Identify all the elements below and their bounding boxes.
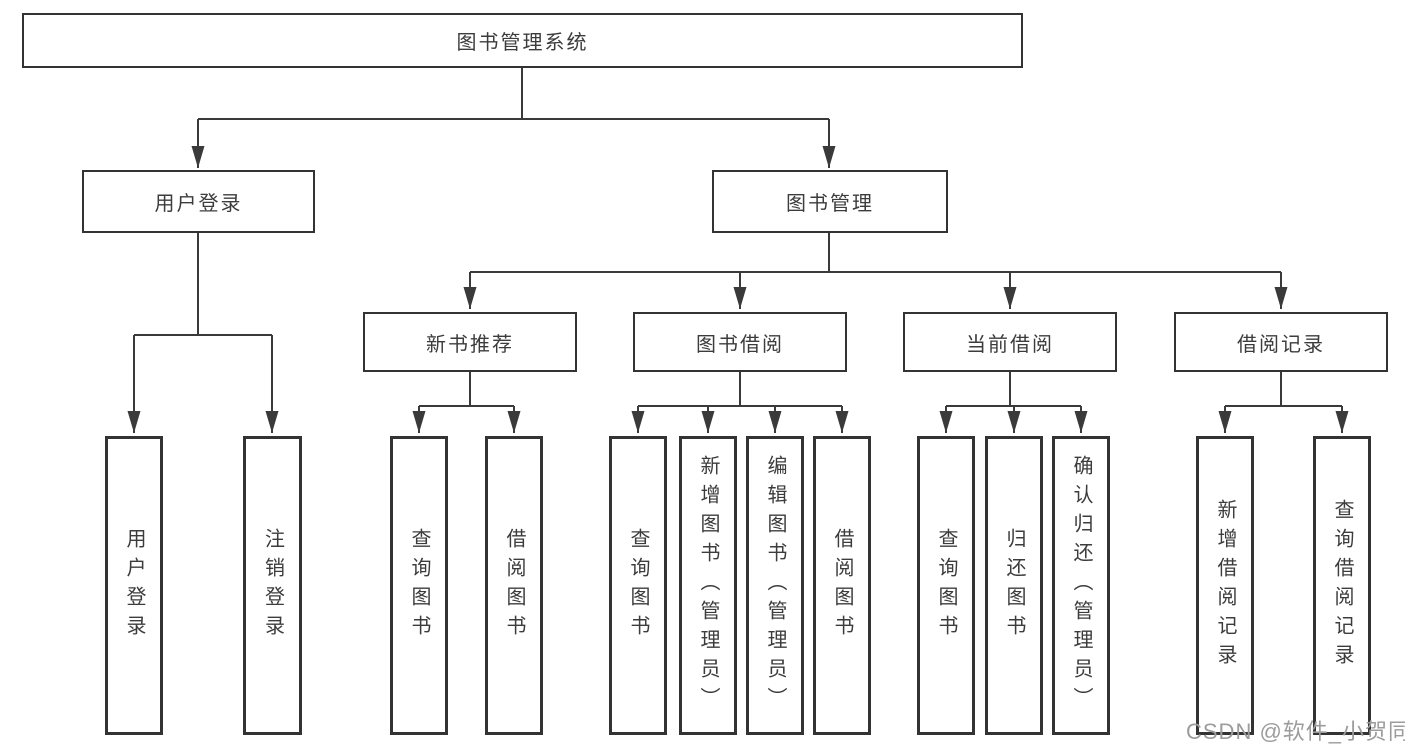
node-book-management: 图书管理 — [712, 170, 948, 233]
node-label: 查询借阅记录 — [1331, 498, 1353, 673]
leaf-cb-confirm-return-admin: 确认归还（管理员） — [1052, 436, 1110, 735]
node-label: 新增图书（管理员） — [697, 455, 719, 716]
leaf-br-add-record: 新增借阅记录 — [1196, 436, 1254, 735]
csdn-watermark: CSDN @软件_小贺同学 — [1186, 719, 1405, 744]
leaf-bb-borrow-books: 借阅图书 — [813, 436, 871, 735]
node-label: 编辑图书（管理员） — [764, 455, 786, 716]
node-label: 归还图书 — [1003, 527, 1025, 644]
node-label: 借阅图书 — [831, 527, 853, 644]
leaf-nbr-borrow-books: 借阅图书 — [485, 436, 543, 735]
leaf-br-query-record: 查询借阅记录 — [1313, 436, 1371, 735]
node-new-book-recommendation: 新书推荐 — [363, 312, 577, 372]
node-book-borrowing: 图书借阅 — [633, 312, 847, 372]
node-label: 注销登录 — [261, 527, 284, 644]
node-label: 新增借阅记录 — [1214, 498, 1236, 673]
node-label: 用户登录 — [123, 527, 145, 644]
node-label: 新书推荐 — [426, 333, 514, 356]
node-label: 借阅记录 — [1237, 333, 1325, 356]
node-label: 图书管理 — [786, 193, 874, 215]
node-user-login-group: 用户登录 — [82, 170, 315, 233]
node-label: 查询图书 — [627, 527, 649, 644]
node-label: 查询图书 — [408, 527, 430, 644]
leaf-bb-edit-books-admin: 编辑图书（管理员） — [746, 436, 804, 735]
leaf-logout: 注销登录 — [243, 436, 302, 735]
node-library-management-system: 图书管理系统 — [22, 13, 1023, 68]
leaf-cb-query-books: 查询图书 — [917, 436, 975, 735]
node-label: 查询图书 — [935, 527, 957, 644]
leaf-cb-return-books: 归还图书 — [985, 436, 1043, 735]
node-label: 借阅图书 — [503, 527, 525, 644]
node-label: 当前借阅 — [966, 333, 1054, 356]
node-label: 图书管理系统 — [456, 32, 589, 54]
node-label: 图书借阅 — [696, 333, 784, 356]
node-label: 用户登录 — [154, 193, 243, 215]
node-label: 确认归还（管理员） — [1070, 455, 1092, 716]
leaf-bb-add-books-admin: 新增图书（管理员） — [679, 436, 737, 735]
leaf-bb-query-books: 查询图书 — [609, 436, 667, 735]
leaf-user-login: 用户登录 — [105, 436, 163, 735]
node-current-borrowing: 当前借阅 — [903, 312, 1117, 372]
node-borrowing-records: 借阅记录 — [1174, 312, 1388, 372]
leaf-nbr-query-books: 查询图书 — [390, 436, 448, 735]
